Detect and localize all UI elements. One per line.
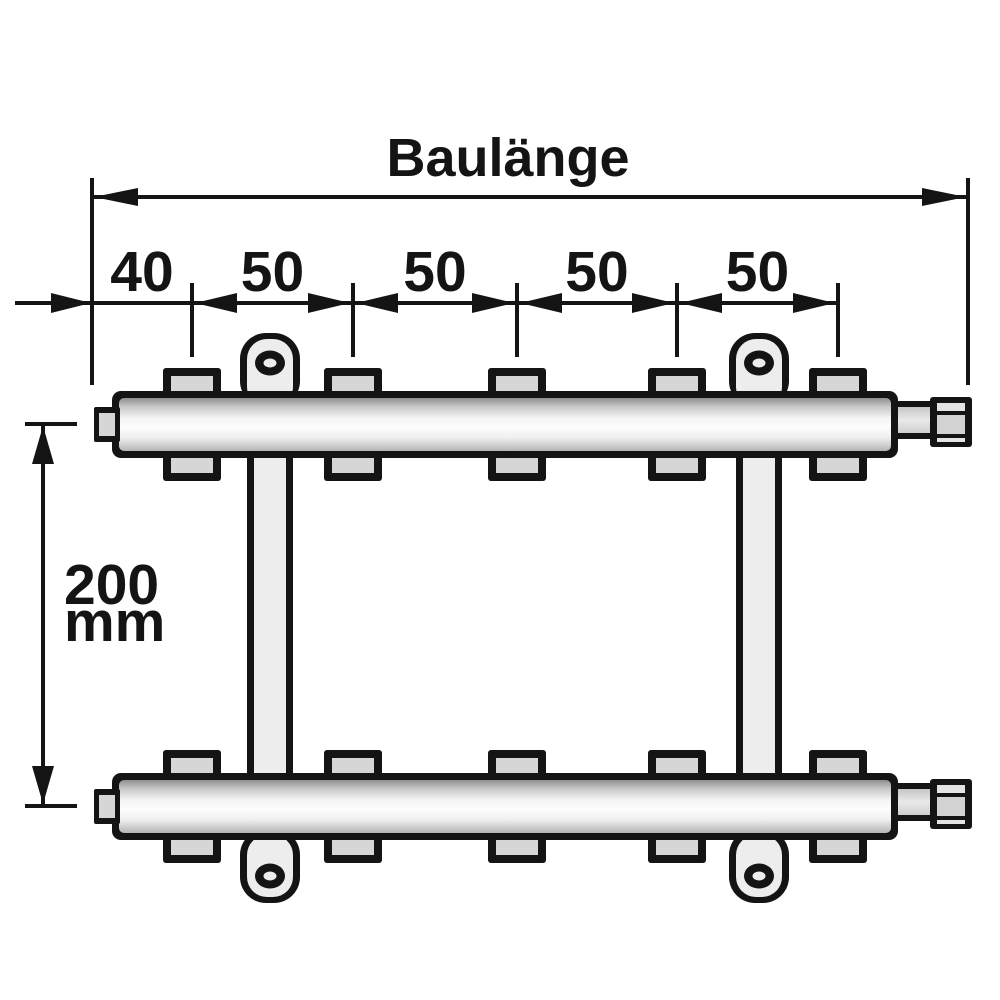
pipe-body [119, 398, 891, 451]
spacing-tick [190, 283, 194, 357]
port-tee-down [171, 458, 213, 473]
port-tee-down [332, 458, 374, 473]
spacing-dimension-line [15, 301, 838, 305]
spacing-dimension-value: 50 [241, 240, 304, 304]
pipe-body [119, 780, 891, 833]
right-stub [898, 789, 932, 815]
union-nut-band [937, 438, 965, 442]
spacing-arrow-right [632, 293, 674, 313]
left-nub [99, 795, 115, 818]
spacing-dimension-value: 40 [110, 240, 173, 304]
port-tee-down [171, 840, 213, 855]
spacing-tick [836, 283, 840, 357]
center-distance-arrow-up [32, 426, 54, 464]
overall-dim-arrow-right [922, 188, 966, 206]
center-distance-tick-top [25, 422, 77, 426]
union-nut-band [937, 797, 965, 816]
spacing-dimension-value: 50 [565, 240, 628, 304]
spacing-external-arrow [51, 293, 91, 313]
extension-line-left [90, 178, 94, 385]
port-tee-down [817, 458, 859, 473]
bracket-top-hole [263, 358, 277, 368]
union-nut-band [937, 415, 965, 434]
port-tee-down [817, 840, 859, 855]
center-distance-value: 200 [64, 553, 159, 617]
bracket-bottom-hole [263, 871, 277, 881]
end-fittings [94, 397, 972, 829]
spacing-arrow-right [308, 293, 350, 313]
left-nub [99, 413, 115, 436]
center-distance-unit: mm [64, 590, 165, 654]
spacing-arrow-left [520, 293, 562, 313]
bracket-bottom-hole [752, 871, 766, 881]
union-nut-band [937, 403, 965, 411]
right-stub [898, 407, 932, 433]
union-nut-band [937, 785, 965, 793]
center-distance-line [41, 424, 45, 806]
port-tee-down [656, 458, 698, 473]
overall-dimension-line [92, 195, 968, 199]
spacing-arrow-left [356, 293, 398, 313]
union-nut-band [937, 820, 965, 824]
center-distance-tick-bottom [25, 804, 77, 808]
spacing-dimension-value: 50 [403, 240, 466, 304]
port-tee-down [332, 840, 374, 855]
overall-dim-arrow-left [94, 188, 138, 206]
spacing-dimension-labels: 40 50 50 50 50 [110, 240, 789, 304]
spacing-arrow-right [472, 293, 514, 313]
spacing-dimension-value: 50 [726, 240, 789, 304]
spacing-tick [515, 283, 519, 357]
overall-length-label: Baulänge [386, 128, 629, 188]
spacing-tick [675, 283, 679, 357]
dimension-graphics [15, 178, 970, 808]
spacing-arrow-left [195, 293, 237, 313]
extension-line-right [966, 178, 970, 385]
spacing-tick [351, 283, 355, 357]
bracket-top-hole [752, 358, 766, 368]
port-tee-down [496, 458, 538, 473]
port-tee-down [656, 840, 698, 855]
spacing-arrow-right [793, 293, 835, 313]
port-tee-down [496, 840, 538, 855]
center-distance-arrow-down [32, 766, 54, 804]
manifold-pipes [112, 391, 898, 840]
spacing-arrow-left [680, 293, 722, 313]
